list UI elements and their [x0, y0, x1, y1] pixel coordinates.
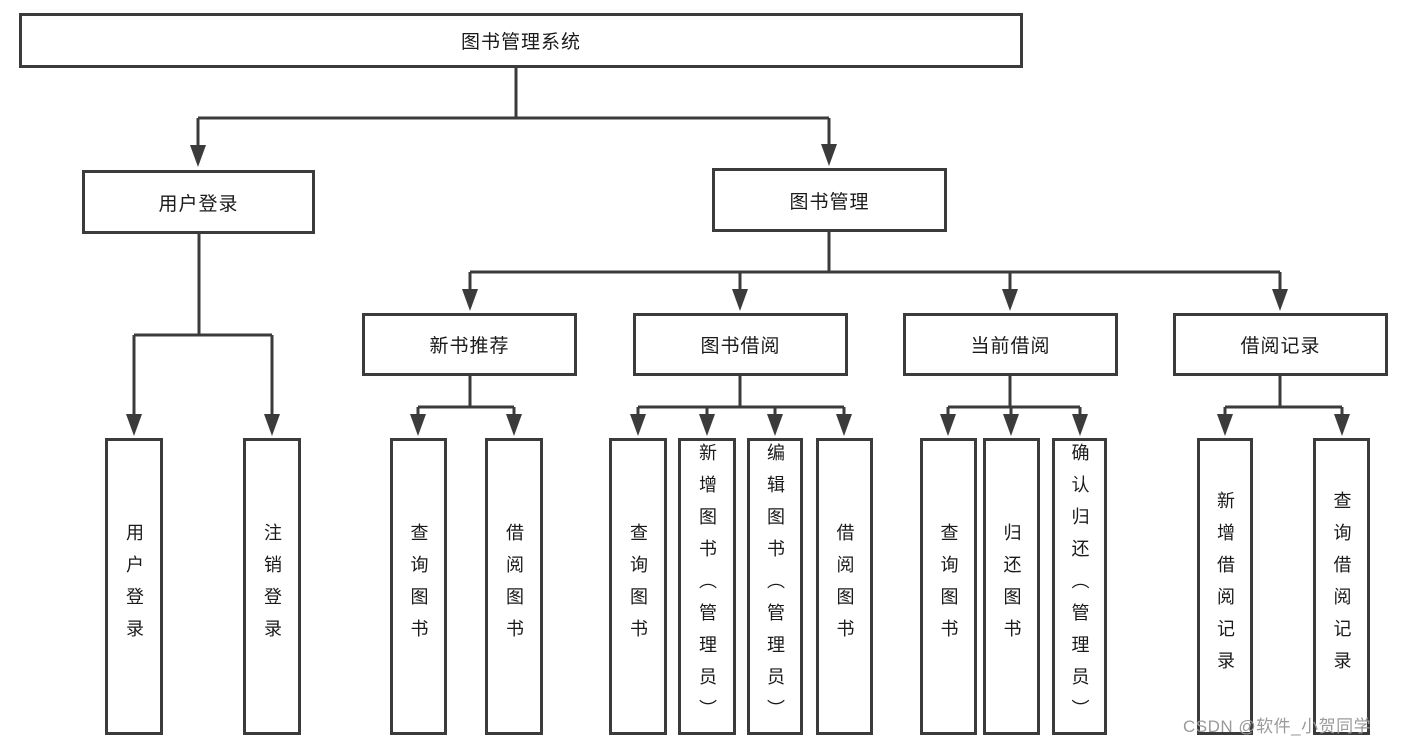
node-root: 图书管理系统	[19, 13, 1023, 68]
arrow-down-icon	[1334, 414, 1350, 436]
leaf-borrow-edit-admin: 编辑图书（管理员）	[747, 438, 803, 735]
arrow-down-icon	[506, 414, 522, 436]
node-book-borrow: 图书借阅	[633, 313, 848, 376]
leaf-newbook-query-label: 查询图书	[408, 522, 429, 651]
leaf-logout-label: 注销登录	[262, 522, 282, 651]
arrow-down-icon	[836, 414, 852, 436]
leaf-borrow-query: 查询图书	[609, 438, 667, 735]
leaf-current-query-label: 查询图书	[938, 522, 959, 651]
leaf-borrow-add-admin: 新增图书（管理员）	[678, 438, 736, 735]
leaf-borrow-edit-admin-label: 编辑图书（管理员）	[765, 442, 785, 731]
arrow-down-icon	[462, 289, 478, 311]
node-user-login: 用户登录	[82, 170, 315, 234]
leaf-confirm-return-admin-label: 确认归还（管理员）	[1069, 442, 1090, 731]
node-new-book-recommend-label: 新书推荐	[429, 336, 510, 357]
arrow-down-icon	[699, 414, 715, 436]
node-borrow-record-label: 借阅记录	[1240, 336, 1321, 357]
node-current-borrow: 当前借阅	[903, 313, 1118, 376]
arrow-down-icon	[821, 144, 837, 166]
leaf-record-add-label: 新增借阅记录	[1215, 490, 1235, 683]
leaf-confirm-return-admin: 确认归还（管理员）	[1052, 438, 1107, 735]
arrow-down-icon	[732, 289, 748, 311]
leaf-record-add: 新增借阅记录	[1197, 438, 1253, 735]
leaf-borrow-query-label: 查询图书	[628, 522, 648, 651]
leaf-newbook-borrow: 借阅图书	[485, 438, 543, 735]
leaf-current-query: 查询图书	[920, 438, 977, 735]
arrow-down-icon	[1272, 289, 1288, 311]
leaf-borrow-book: 借阅图书	[816, 438, 873, 735]
arrow-down-icon	[190, 145, 206, 167]
node-current-borrow-label: 当前借阅	[970, 336, 1051, 357]
arrow-down-icon	[410, 414, 426, 436]
leaf-newbook-borrow-label: 借阅图书	[504, 522, 524, 651]
arrow-down-icon	[1003, 414, 1019, 436]
leaf-user-login: 用户登录	[105, 438, 163, 735]
leaf-record-query: 查询借阅记录	[1313, 438, 1370, 735]
arrow-down-icon	[767, 414, 783, 436]
leaf-logout: 注销登录	[243, 438, 301, 735]
node-root-label: 图书管理系统	[460, 32, 581, 53]
leaf-newbook-query: 查询图书	[390, 438, 447, 735]
arrow-down-icon	[1217, 414, 1233, 436]
leaf-record-query-label: 查询借阅记录	[1331, 490, 1352, 683]
connector-user-login	[132, 234, 274, 422]
node-borrow-record: 借阅记录	[1173, 313, 1388, 376]
arrow-down-icon	[1072, 414, 1088, 436]
leaf-borrow-add-admin-label: 新增图书（管理员）	[697, 442, 717, 731]
connector-new-book	[416, 376, 516, 422]
node-book-management: 图书管理	[712, 168, 947, 232]
connector-root-stem	[196, 68, 831, 152]
connector-book-borrow	[636, 376, 846, 422]
arrow-down-icon	[126, 414, 142, 436]
connector-book-management	[468, 232, 1282, 296]
leaf-user-login-label: 用户登录	[124, 522, 144, 651]
leaf-return-book-label: 归还图书	[1001, 522, 1022, 651]
connector-borrow-record	[1223, 376, 1344, 422]
csdn-watermark: CSDN @软件_小贺同学	[1183, 717, 1372, 736]
node-book-management-label: 图书管理	[789, 191, 870, 213]
arrow-down-icon	[264, 414, 280, 436]
node-new-book-recommend: 新书推荐	[362, 313, 577, 376]
node-book-borrow-label: 图书借阅	[700, 336, 781, 357]
leaf-borrow-book-label: 借阅图书	[834, 522, 855, 651]
node-user-login-label: 用户登录	[158, 193, 239, 215]
arrow-down-icon	[940, 414, 956, 436]
leaf-return-book: 归还图书	[983, 438, 1040, 735]
arrow-down-icon	[630, 414, 646, 436]
arrow-down-icon	[1002, 289, 1018, 311]
